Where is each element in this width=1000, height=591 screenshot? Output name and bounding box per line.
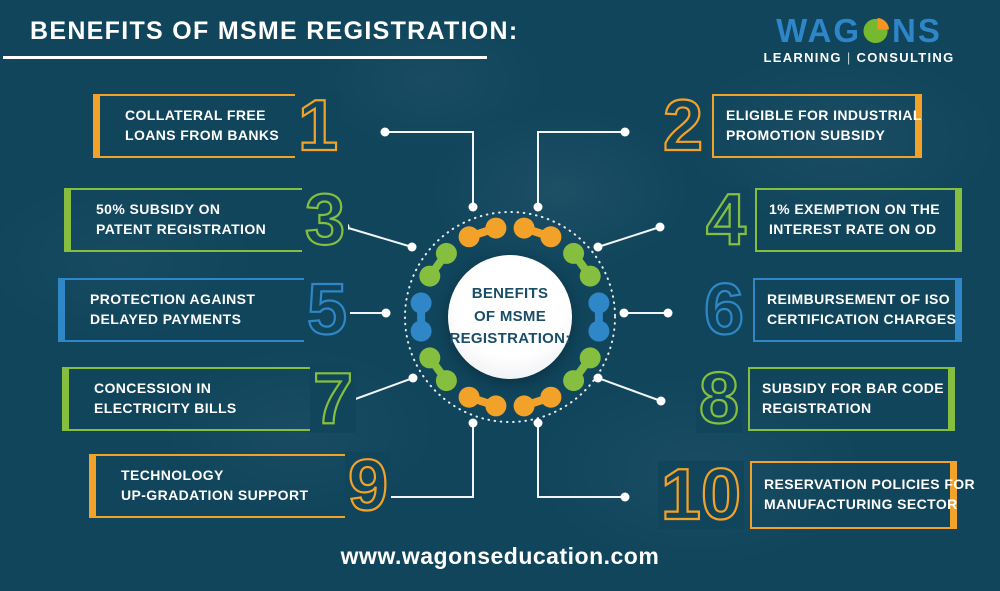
benefit-7: CONCESSION IN ELECTRICITY BILLS 7 bbox=[62, 361, 357, 436]
benefit-4-line2: INTEREST RATE ON OD bbox=[769, 221, 937, 237]
benefit-9: TECHNOLOGY UP-GRADATION SUPPORT 9 bbox=[89, 448, 392, 523]
logo-tagline-separator: | bbox=[846, 50, 852, 65]
benefit-8-line1: SUBSIDY FOR BAR CODE bbox=[762, 380, 944, 397]
benefit-6-text: REIMBURSEMENT OF ISO CERTIFICATION CHARG… bbox=[755, 290, 956, 329]
logo-tagline: LEARNING | CONSULTING bbox=[752, 50, 966, 65]
benefit-1-text: COLLATERAL FREE LOANS FROM BANKS bbox=[100, 106, 279, 145]
benefit-4-number: 4 bbox=[702, 182, 749, 257]
chain-links-blue bbox=[410, 292, 610, 342]
logo-text-left: WAG bbox=[776, 12, 861, 49]
benefit-7-text: CONCESSION IN ELECTRICITY BILLS bbox=[69, 379, 237, 418]
benefit-6-line2: CERTIFICATION CHARGES bbox=[767, 311, 957, 327]
benefit-1-number: 1 bbox=[295, 88, 342, 163]
benefit-9-number: 9 bbox=[345, 448, 392, 523]
benefit-7-number: 7 bbox=[310, 361, 357, 436]
center-title: BENEFITS OF MSME REGISTRATION: bbox=[449, 283, 570, 351]
benefit-6-number: 6 bbox=[700, 272, 747, 347]
benefit-2-text: ELIGIBLE FOR INDUSTRIAL PROMOTION SUBSID… bbox=[714, 106, 922, 145]
benefit-8-line2: REGISTRATION bbox=[762, 400, 872, 416]
center-circle: BENEFITS OF MSME REGISTRATION: bbox=[448, 255, 572, 379]
benefit-4-text: 1% EXEMPTION ON THE INTEREST RATE ON OD bbox=[757, 200, 940, 239]
benefit-8: SUBSIDY FOR BAR CODE REGISTRATION 8 bbox=[695, 361, 955, 436]
benefit-8-text: SUBSIDY FOR BAR CODE REGISTRATION bbox=[750, 379, 944, 418]
benefit-7-line1: CONCESSION IN bbox=[94, 380, 212, 397]
chain-links-green bbox=[419, 242, 601, 392]
benefit-9-line2: UP-GRADATION SUPPORT bbox=[121, 487, 309, 503]
benefit-5-text: PROTECTION AGAINST DELAYED PAYMENTS bbox=[65, 290, 255, 329]
center-line3: REGISTRATION: bbox=[449, 330, 571, 348]
benefit-9-text: TECHNOLOGY UP-GRADATION SUPPORT bbox=[96, 466, 308, 505]
benefit-2-line1: ELIGIBLE FOR INDUSTRIAL bbox=[726, 107, 922, 124]
chain-links-orange bbox=[458, 217, 562, 417]
benefit-3: 50% SUBSIDY ON PATENT REGISTRATION 3 bbox=[64, 182, 349, 257]
benefit-5-number: 5 bbox=[304, 272, 351, 347]
benefit-10-number: 10 bbox=[657, 457, 744, 532]
benefit-10-line2: MANUFACTURING SECTOR bbox=[764, 496, 958, 512]
benefit-6-line1: REIMBURSEMENT OF ISO bbox=[767, 291, 951, 308]
benefit-8-number: 8 bbox=[695, 361, 742, 436]
benefit-7-line2: ELECTRICITY BILLS bbox=[94, 400, 237, 416]
benefit-2-line2: PROMOTION SUBSIDY bbox=[726, 127, 886, 143]
title-underline bbox=[3, 56, 487, 59]
center-line2: OF MSME bbox=[473, 307, 547, 325]
center-line1: BENEFITS bbox=[471, 285, 549, 303]
benefit-10-text: RESERVATION POLICIES FOR MANUFACTURING S… bbox=[752, 475, 975, 514]
benefit-10: RESERVATION POLICIES FOR MANUFACTURING S… bbox=[657, 457, 975, 532]
benefit-5: PROTECTION AGAINST DELAYED PAYMENTS 5 bbox=[58, 272, 351, 347]
benefit-3-text: 50% SUBSIDY ON PATENT REGISTRATION bbox=[71, 200, 266, 239]
logo-tagline-consulting: CONSULTING bbox=[856, 50, 955, 65]
benefit-4: 1% EXEMPTION ON THE INTEREST RATE ON OD … bbox=[702, 182, 962, 257]
benefit-1-line2: LOANS FROM BANKS bbox=[125, 127, 280, 143]
benefit-1-line1: COLLATERAL FREE bbox=[125, 107, 266, 124]
logo-wordmark: WAG NS bbox=[752, 14, 966, 47]
wagons-logo: WAG NS LEARNING | CONSULTING bbox=[752, 14, 966, 65]
benefit-10-line1: RESERVATION POLICIES FOR bbox=[764, 476, 976, 493]
benefit-3-line1: 50% SUBSIDY ON bbox=[96, 201, 221, 218]
benefit-2-number: 2 bbox=[659, 88, 706, 163]
website-url: www.wagonseducation.com bbox=[340, 543, 660, 569]
benefit-3-line2: PATENT REGISTRATION bbox=[96, 221, 267, 237]
benefit-3-number: 3 bbox=[302, 182, 349, 257]
benefit-4-line1: 1% EXEMPTION ON THE bbox=[769, 201, 940, 218]
dotted-ring bbox=[404, 211, 616, 423]
pie-chart-o-icon bbox=[863, 17, 890, 44]
benefit-5-line2: DELAYED PAYMENTS bbox=[90, 311, 242, 327]
logo-text-right: NS bbox=[891, 12, 942, 49]
benefit-1: COLLATERAL FREE LOANS FROM BANKS 1 bbox=[93, 88, 342, 163]
benefit-2: ELIGIBLE FOR INDUSTRIAL PROMOTION SUBSID… bbox=[659, 88, 922, 163]
benefit-5-line1: PROTECTION AGAINST bbox=[90, 291, 256, 308]
benefit-6: REIMBURSEMENT OF ISO CERTIFICATION CHARG… bbox=[700, 272, 962, 347]
page-title: BENEFITS OF MSME REGISTRATION: bbox=[30, 17, 519, 45]
benefit-9-line1: TECHNOLOGY bbox=[121, 467, 224, 484]
logo-tagline-learning: LEARNING bbox=[763, 50, 842, 65]
